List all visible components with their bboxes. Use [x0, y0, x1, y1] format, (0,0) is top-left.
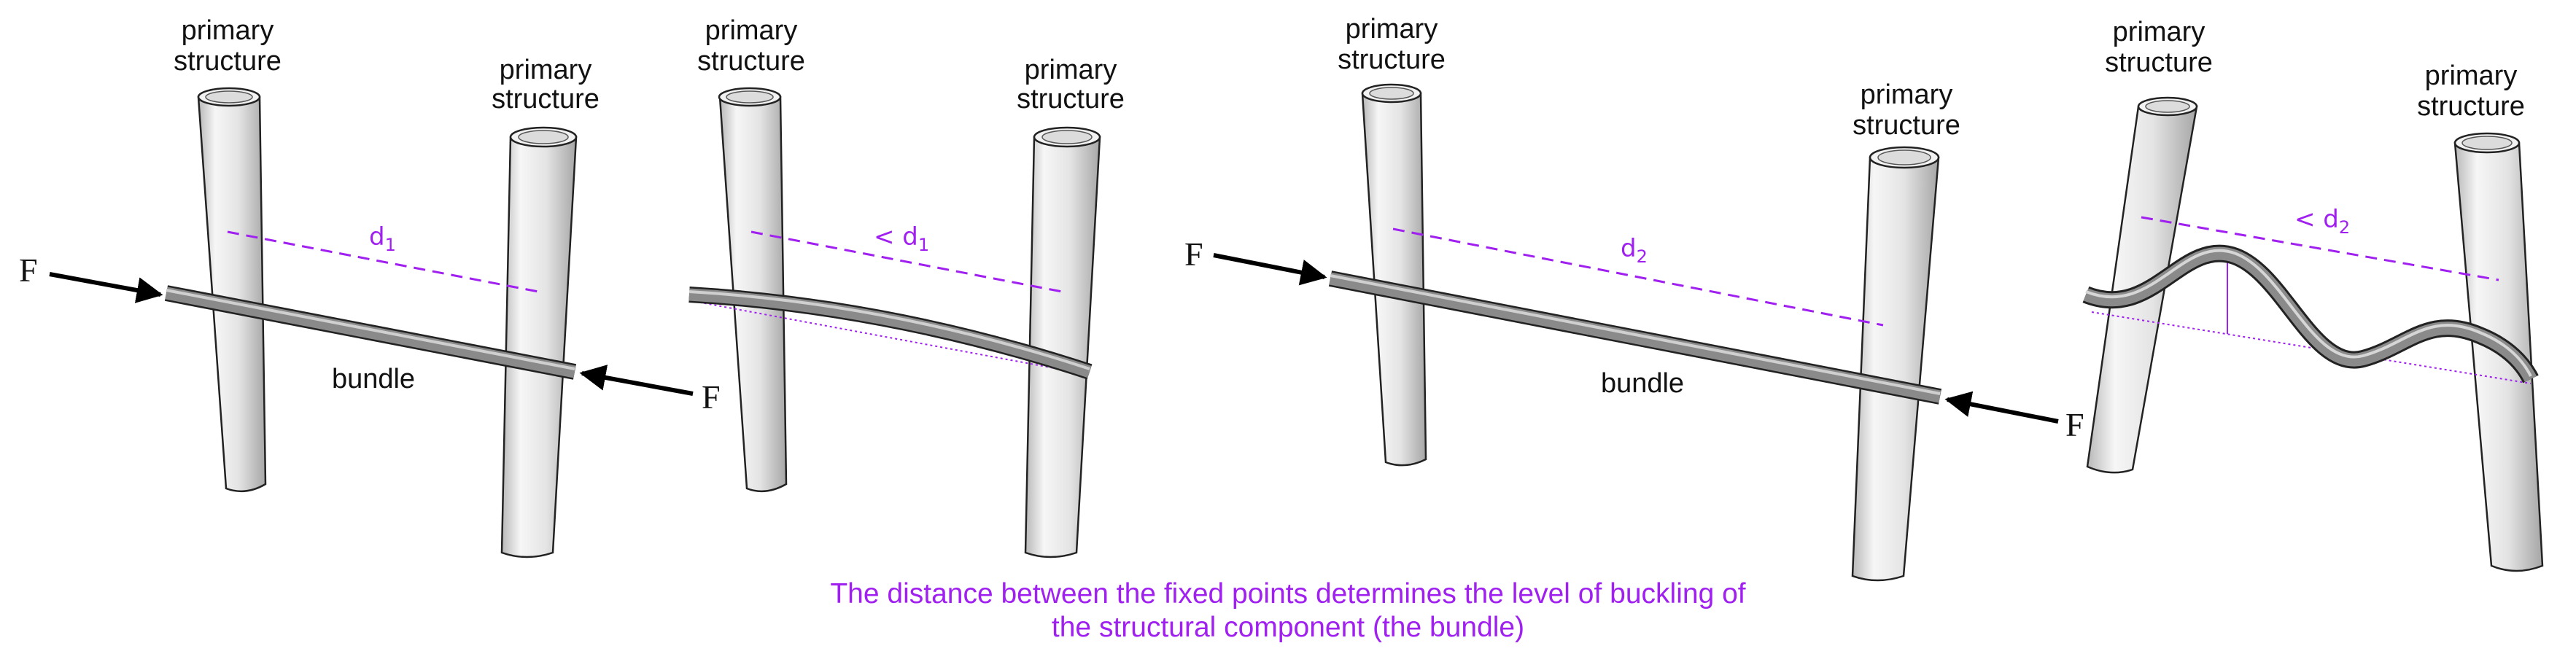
- caption: The distance between the fixed points de…: [0, 577, 2576, 645]
- primary-structure-left: [197, 87, 267, 493]
- primary-structure-right: [1851, 146, 1940, 582]
- force-label-left: F: [19, 252, 38, 289]
- distance-label: d2: [1621, 234, 1648, 267]
- structure-label-left: structure: [1338, 44, 1446, 75]
- distance-line: [750, 230, 1063, 293]
- bundle-label: bundle: [1601, 368, 1684, 399]
- force-arrow-right: [1944, 391, 2059, 424]
- primary-label-right: primary: [1861, 79, 1953, 110]
- distance-label: < d1: [874, 222, 929, 255]
- primary-structure-right: [2453, 132, 2544, 572]
- force-arrow-left: [49, 272, 163, 303]
- force-label-right: F: [702, 378, 721, 416]
- caption-line-2: the structural component (the bundle): [1051, 612, 1525, 643]
- primary-label-right: primary: [500, 55, 592, 85]
- bundle-label: bundle: [332, 364, 415, 394]
- structure-label-left: structure: [2105, 47, 2213, 78]
- distance-line: [1392, 227, 1884, 327]
- structure-label-right: structure: [492, 84, 600, 114]
- force-label-left: F: [1184, 235, 1203, 273]
- primary-label-left: primary: [2113, 17, 2205, 47]
- force-label-right: F: [2065, 406, 2084, 443]
- structure-label-left: structure: [174, 46, 282, 77]
- bundle: [1328, 270, 1942, 405]
- structure-label-right: structure: [1853, 110, 1960, 141]
- primary-label-left: primary: [705, 15, 798, 46]
- bundle: [2082, 244, 2539, 383]
- distance-line: [227, 230, 539, 293]
- primary-label-right: primary: [1025, 55, 1117, 85]
- structure-label-right: structure: [2417, 91, 2525, 122]
- bundle: [164, 285, 577, 380]
- panel-2: < d1 primary structure primary structure: [688, 15, 1125, 558]
- primary-structure-right: [500, 126, 578, 558]
- distance-line: [2141, 216, 2499, 281]
- primary-structure-left: [1361, 83, 1427, 467]
- primary-label-left: primary: [182, 15, 274, 46]
- reference-line: [688, 300, 1090, 375]
- distance-label: < d2: [2294, 205, 2350, 238]
- panel-3: d2 F F primary structure primary structu…: [1184, 14, 2084, 582]
- distance-label: d1: [369, 222, 396, 255]
- structure-label-left: structure: [697, 46, 805, 77]
- primary-structure-right: [1024, 126, 1101, 558]
- panel-1: d1 F F primary structure primary structu…: [19, 15, 721, 558]
- panel-4: < d2 primary structure primary structure: [2082, 17, 2544, 572]
- primary-label-left: primary: [1346, 14, 1438, 44]
- force-arrow-left: [1213, 253, 1327, 286]
- structure-label-right: structure: [1017, 84, 1125, 114]
- primary-label-right: primary: [2425, 61, 2518, 91]
- force-arrow-right: [579, 365, 694, 396]
- caption-line-1: The distance between the fixed points de…: [830, 578, 1746, 610]
- bundle: [688, 287, 1093, 380]
